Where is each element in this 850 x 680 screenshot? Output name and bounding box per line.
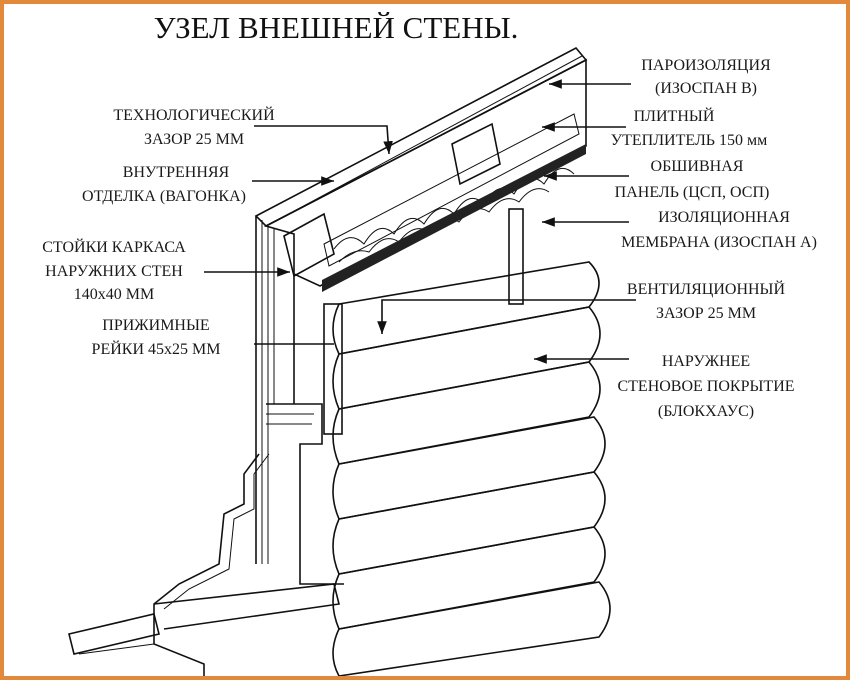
label-sheathing-1: ОБШИВНАЯ: [651, 158, 744, 175]
label-membrane-1: ИЗОЛЯЦИОННАЯ: [658, 209, 790, 226]
membrane-strip: [322, 144, 586, 292]
label-frame-posts-3: 140x40 ММ: [74, 286, 154, 303]
label-inner-finish-1: ВНУТРЕННЯЯ: [123, 164, 230, 181]
label-vapor-barrier-1: ПАРОИЗОЛЯЦИЯ: [641, 57, 771, 74]
label-membrane-2: МЕМБРАНА (ИЗОСПАН А): [621, 234, 817, 251]
label-sheathing-2: ПАНЕЛЬ (ЦСП, ОСП): [615, 184, 770, 201]
label-clamp-strips-1: ПРИЖИМНЫЕ: [102, 317, 209, 334]
label-tech-gap-1: ТЕХНОЛОГИЧЕСКИЙ: [113, 105, 275, 124]
label-frame-posts-1: СТОЙКИ КАРКАСА: [42, 237, 186, 256]
leader-lines: [204, 79, 636, 364]
label-vent-gap-2: ЗАЗОР 25 ММ: [656, 305, 756, 322]
label-exterior-1: НАРУЖНЕЕ: [662, 353, 750, 370]
blockhouse-logs: [332, 261, 611, 676]
label-tech-gap-2: ЗАЗОР 25 ММ: [144, 131, 244, 148]
label-clamp-strips-2: РЕЙКИ 45x25 ММ: [92, 339, 221, 358]
label-exterior-2: СТЕНОВОЕ ПОКРЫТИЕ: [617, 378, 794, 395]
label-vent-gap-1: ВЕНТИЛЯЦИОННЫЙ: [627, 279, 786, 298]
label-vapor-barrier-2: (ИЗОСПАН В): [655, 80, 757, 97]
wall-structure: [254, 46, 588, 564]
wall-node-diagram: УЗЕЛ ВНЕШНЕЙ СТЕНЫ.: [42, 10, 817, 676]
diagram-title: УЗЕЛ ВНЕШНЕЙ СТЕНЫ.: [154, 10, 519, 45]
label-insulation-1: ПЛИТНЫЙ: [634, 106, 715, 125]
insulation-band: [323, 113, 580, 267]
label-frame-posts-2: НАРУЖНИХ СТЕН: [45, 263, 183, 280]
label-exterior-3: (БЛОКХАУС): [658, 403, 754, 420]
window-detail: [68, 403, 344, 676]
label-inner-finish-2: ОТДЕЛКА (ВАГОНКА): [82, 188, 246, 205]
label-insulation-2: УТЕПЛИТЕЛЬ 150 мм: [611, 132, 767, 149]
